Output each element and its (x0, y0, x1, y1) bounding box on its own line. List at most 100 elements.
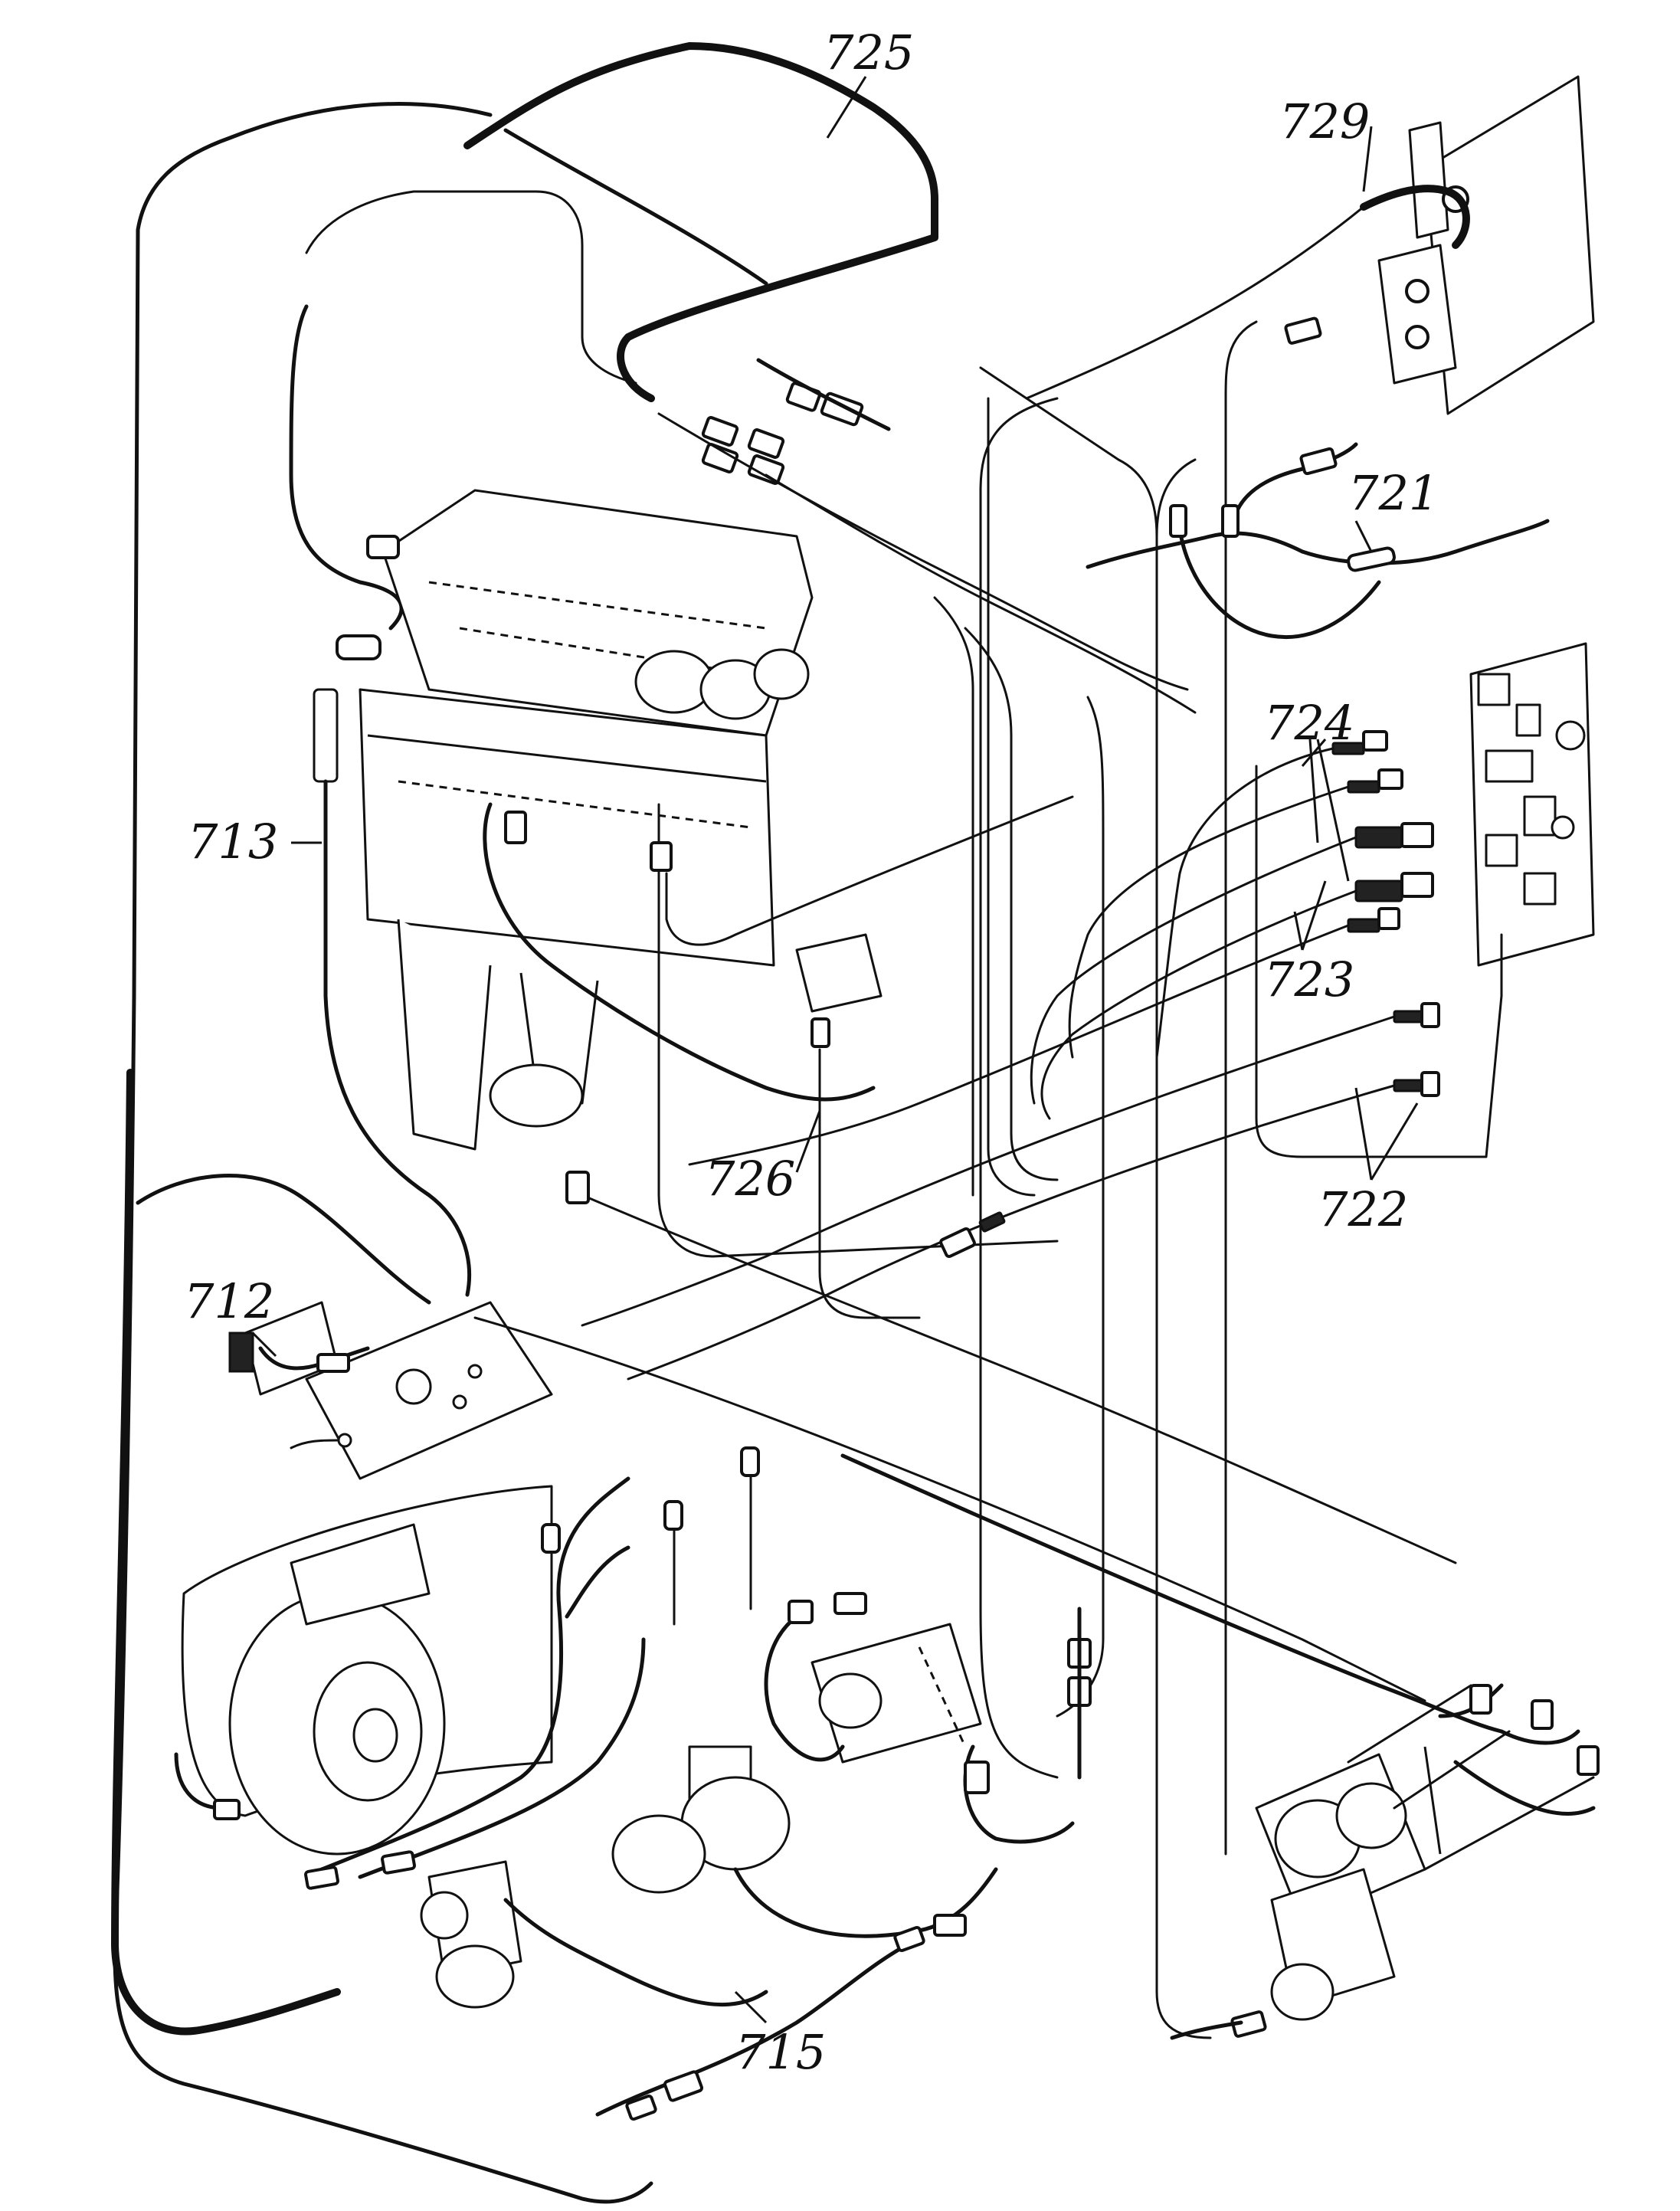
leader-724-c (1316, 739, 1350, 882)
blower-fan (181, 1485, 553, 1856)
wire-712-ground (290, 1439, 339, 1449)
pcb-return-loop (1255, 765, 1503, 1158)
lower-harness-1 (319, 1476, 630, 1872)
valve-connector-3 (964, 1761, 990, 1794)
leader-723-a (1301, 880, 1327, 951)
connector-721-b (1221, 504, 1240, 538)
pcb-connector-9 (1347, 918, 1380, 933)
lower-harness-2 (358, 1637, 646, 1879)
right-trunk-b (1155, 458, 1212, 2039)
wire-726 (818, 1048, 921, 1319)
blower-connector (213, 1799, 241, 1820)
pcb-wire-3 (1030, 836, 1357, 1105)
pcb-wire-7 (627, 1084, 1396, 1381)
pcb-connector-13 (1393, 1079, 1423, 1092)
connector-715-b (663, 2070, 703, 2102)
label-713: 713 (188, 814, 278, 870)
valve-connector-2 (833, 1592, 867, 1615)
leader-729 (1362, 126, 1373, 192)
connector-721-c (1299, 447, 1338, 476)
leader-712 (251, 1332, 277, 1358)
control-pcb (1469, 642, 1595, 967)
wire-729 (1360, 185, 1470, 249)
label-726: 726 (705, 1151, 795, 1207)
he-connector-4 (504, 811, 527, 844)
lower-connector-b (381, 1850, 416, 1875)
central-harness-2 (964, 627, 1059, 1181)
wire-715-run (595, 1936, 922, 2117)
connector-715-a (625, 2094, 657, 2121)
central-harness-1 (657, 803, 1059, 1258)
cabinet-outline-top (305, 190, 637, 385)
top-run-wire-b (657, 412, 1189, 691)
outer-harness-return (111, 1069, 341, 2036)
top-run-wire-c (765, 473, 1197, 714)
valve-bottom-right (1255, 1746, 1442, 2021)
diag-wire-3 (581, 1194, 1457, 1564)
wire-721-loop (1177, 526, 1381, 639)
leader-715 (734, 1990, 768, 2024)
harness-left-drop (289, 304, 404, 631)
leader-724-b (1308, 739, 1319, 843)
right-valve-connector-1 (1469, 1684, 1492, 1715)
lower-connector-a (304, 1865, 339, 1890)
sensor-tip-3 (740, 1446, 760, 1477)
valve-connector-1 (788, 1600, 814, 1624)
pcb-wire-2 (1068, 785, 1350, 1059)
transformer-box (1377, 75, 1595, 415)
gas-valve-center (611, 1623, 982, 1894)
pcb-connector-3 (1347, 780, 1380, 794)
harness-725 (463, 42, 938, 402)
top-run-wire-a (756, 358, 891, 431)
label-723: 723 (1264, 952, 1354, 1007)
valve-wire-1 (764, 1614, 845, 1762)
connector-712 (316, 1353, 350, 1373)
pcb-wire-1 (1155, 747, 1335, 1059)
pressure-switch (795, 933, 883, 1048)
he-connector-3 (650, 841, 673, 872)
pcb-connector-10 (1377, 907, 1400, 930)
label-725: 725 (824, 25, 914, 80)
inline-connector-726b (978, 1211, 1006, 1233)
leader-722-b (1370, 1102, 1419, 1181)
valve-wire-3 (733, 1867, 998, 1938)
leader-722-a (1354, 1087, 1373, 1181)
sensor-721 (1347, 546, 1396, 572)
valve-lower-left (420, 1860, 522, 2009)
wire-729-feed (1025, 205, 1365, 400)
heat-exchanger (382, 489, 814, 737)
pcb-connector-5 (1354, 826, 1403, 849)
label-715: 715 (735, 2024, 826, 2080)
leader-725 (826, 76, 867, 139)
pcb-connector-2 (1362, 730, 1388, 752)
he-connector-1 (366, 535, 400, 559)
central-harness-5 (979, 366, 1158, 1304)
he-connector-2 (336, 634, 382, 660)
label-724: 724 (1264, 695, 1354, 751)
central-harness-3 (933, 596, 974, 1197)
leader-721 (1354, 520, 1373, 552)
right-valve-wire-2 (1393, 1730, 1511, 1810)
pcb-wire-5 (688, 924, 1350, 1166)
label-722: 722 (1318, 1181, 1408, 1237)
pcb-connector-11 (1393, 1010, 1423, 1024)
harness-725-branch (503, 128, 768, 286)
sensor-tip-2 (663, 1500, 683, 1531)
label-721: 721 (1348, 465, 1439, 521)
burner-body (359, 688, 775, 1151)
inline-connector-726 (939, 1227, 976, 1259)
right-valve-wire-1 (1347, 1684, 1472, 1764)
pcb-wire-4 (1040, 889, 1357, 1120)
right-valve-harness (1438, 1683, 1596, 1816)
right-trunk-a (979, 397, 1059, 1779)
sensor-wire-a (665, 795, 1074, 946)
right-valve-connector-2 (1531, 1699, 1554, 1730)
leader-724-a (1301, 739, 1327, 767)
terminal-block-712 (228, 1301, 553, 1480)
connector-715-c (893, 1925, 925, 1953)
central-harness-6 (987, 397, 1036, 1197)
lower-harness-3 (565, 1545, 630, 1619)
outer-harness-loop (113, 102, 653, 2204)
pcb-connector-12 (1420, 1002, 1440, 1028)
